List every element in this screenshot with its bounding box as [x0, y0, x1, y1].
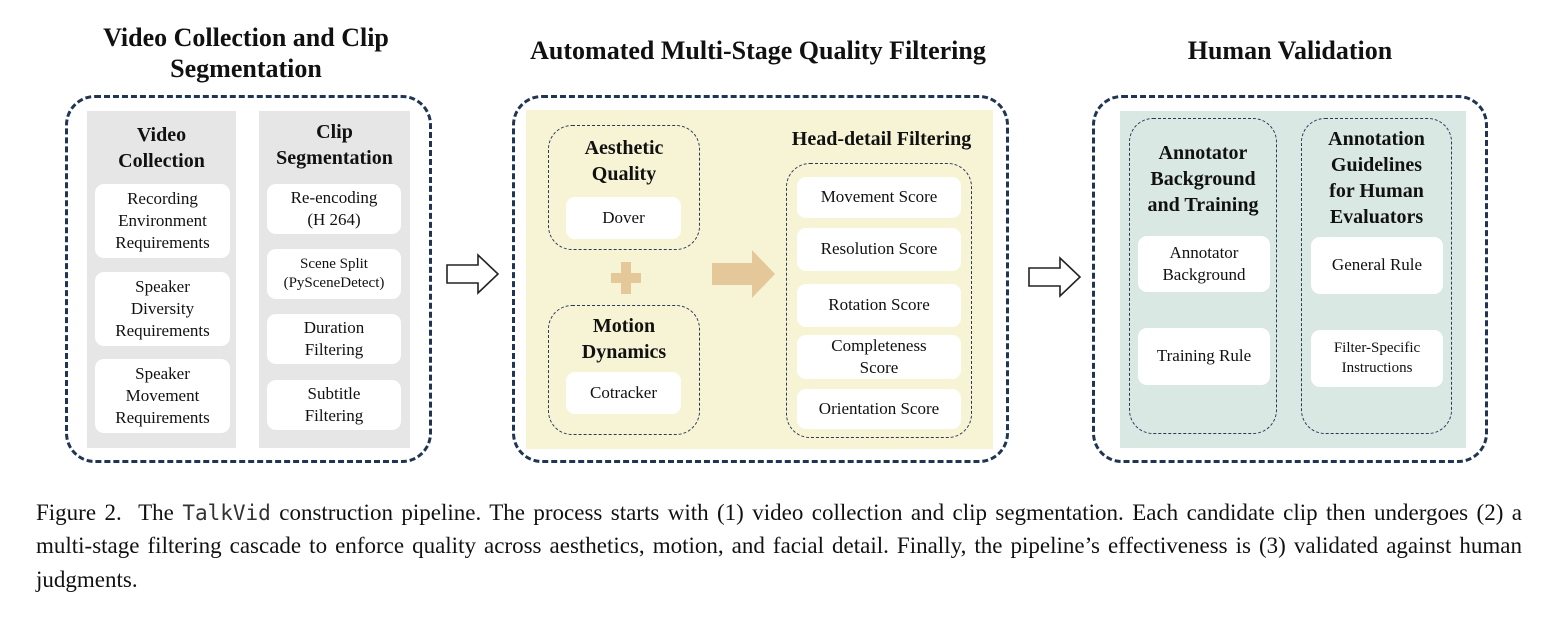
thick-arrow-icon [712, 250, 775, 298]
hollow-arrow-icon [1028, 256, 1082, 298]
resolution-score-card: Resolution Score [797, 228, 961, 271]
general-rule-card: General Rule [1311, 237, 1443, 294]
head-detail-group [786, 163, 972, 438]
cotracker-card: Cotracker [566, 372, 681, 414]
arrow-to-head-filtering [712, 250, 775, 298]
re-encoding-card: Re-encoding(H 264) [267, 184, 401, 234]
annotation-guidelines-group [1301, 118, 1452, 434]
hollow-arrow-icon [446, 253, 500, 295]
training-rule-card: Training Rule [1138, 328, 1270, 385]
stage1-title: Video Collection and Clip Segmentation [60, 22, 432, 84]
stage2-title: Automated Multi-Stage Quality Filtering [530, 36, 986, 65]
annotator-background-group [1129, 118, 1277, 434]
stage3-title: Human Validation [1187, 36, 1393, 65]
caption-dataset-name: TalkVid [182, 501, 271, 525]
stage1-panel [65, 95, 432, 463]
movement-score-card: Movement Score [797, 177, 961, 218]
arrow-stage2-to-stage3 [1028, 256, 1082, 298]
stage3-panel [1092, 95, 1488, 463]
head-detail-header: Head-detail Filtering [791, 128, 972, 150]
plus-icon [611, 262, 641, 294]
stage1-title-line1: Video Collection and Clip [103, 23, 389, 52]
stage2-panel [512, 95, 1009, 463]
aesthetic-quality-group [548, 125, 700, 250]
scene-split-card: Scene Split(PySceneDetect) [267, 249, 401, 299]
figure-caption: Figure 2. The TalkVid construction pipel… [36, 496, 1522, 596]
rotation-score-card: Rotation Score [797, 284, 961, 327]
stage1-title-line2: Segmentation [170, 54, 322, 84]
dover-card: Dover [566, 197, 681, 239]
caption-prefix: Figure 2. The [36, 500, 183, 525]
caption-text: construction pipeline. The process start… [36, 500, 1522, 592]
motion-dynamics-group [548, 305, 700, 435]
arrow-stage1-to-stage2 [446, 253, 500, 295]
orientation-score-card: Orientation Score [797, 389, 961, 429]
